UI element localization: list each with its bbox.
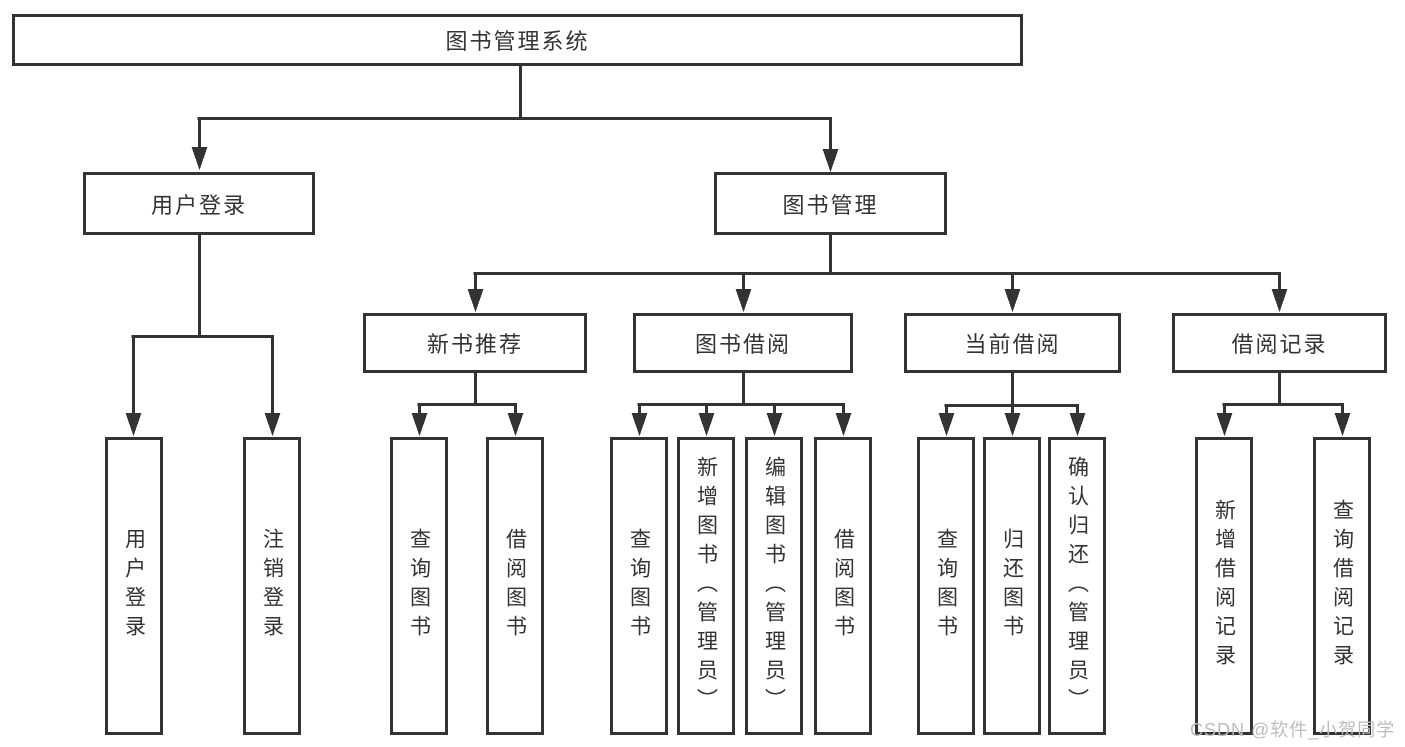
leaf-label: 借阅图书	[503, 528, 527, 644]
leaf-label: 新增图书（管理员）	[694, 455, 718, 717]
csdn-watermark: CSDN @软件_小贺同学	[1190, 720, 1396, 740]
arrowhead-icon	[698, 413, 715, 436]
node-label: 用户登录	[150, 192, 247, 218]
leaf-borrow-books: 借阅图书	[486, 437, 544, 735]
arrowhead-icon	[1069, 413, 1086, 436]
leaf-query-books: 查询图书	[610, 437, 668, 735]
node-label: 图书借阅	[694, 332, 791, 357]
leaf-label: 查询图书	[627, 528, 651, 644]
arrowhead-icon	[631, 413, 648, 436]
arrowhead-icon	[191, 147, 208, 170]
arrowhead-icon	[938, 413, 955, 436]
arrowhead-icon	[467, 289, 484, 312]
arrowhead-icon	[411, 413, 428, 436]
arrowhead-icon	[125, 413, 142, 436]
leaf-label: 查询图书	[934, 528, 958, 644]
node-library-management-system: 图书管理系统	[12, 14, 1023, 66]
node-label: 当前借阅	[964, 332, 1061, 357]
node-new-book-recommendation: 新书推荐	[363, 313, 587, 373]
leaf-edit-books-admin: 编辑图书（管理员）	[745, 437, 803, 735]
leaf-query-books: 查询图书	[390, 437, 448, 735]
node-book-borrowing: 图书借阅	[633, 313, 853, 373]
leaf-label: 用户登录	[122, 528, 146, 644]
leaf-query-borrow-record: 查询借阅记录	[1313, 437, 1371, 735]
connector-lines	[131, 66, 1344, 416]
leaf-add-books-admin: 新增图书（管理员）	[677, 437, 735, 735]
arrowhead-icon	[1004, 413, 1021, 436]
leaf-confirm-return-admin: 确认归还（管理员）	[1048, 437, 1106, 735]
arrowhead-icon	[835, 413, 852, 436]
node-user-login: 用户登录	[83, 172, 315, 235]
leaf-query-books: 查询图书	[917, 437, 975, 735]
leaf-label: 查询借阅记录	[1330, 499, 1354, 673]
arrowhead-icon	[766, 413, 783, 436]
leaf-label: 确认归还（管理员）	[1065, 455, 1089, 717]
arrowhead-icon	[507, 413, 524, 436]
arrowhead-icon	[822, 149, 839, 172]
arrowhead-icon	[264, 413, 281, 436]
arrowheads	[125, 147, 1351, 436]
arrowhead-icon	[1334, 413, 1351, 436]
leaf-label: 借阅图书	[831, 528, 855, 644]
leaf-label: 编辑图书（管理员）	[762, 455, 786, 717]
arrowhead-icon	[735, 289, 752, 312]
node-label: 新书推荐	[426, 332, 523, 357]
arrowhead-icon	[1271, 289, 1288, 312]
leaf-return-books: 归还图书	[983, 437, 1041, 735]
leaf-label: 归还图书	[1000, 528, 1024, 644]
arrowhead-icon	[1216, 413, 1233, 436]
node-label: 图书管理	[782, 192, 879, 218]
arrowhead-icon	[1004, 289, 1021, 312]
leaf-user-login: 用户登录	[105, 437, 163, 735]
leaf-label: 新增借阅记录	[1212, 499, 1236, 673]
node-label: 图书管理系统	[445, 29, 590, 54]
node-borrow-records: 借阅记录	[1172, 313, 1387, 373]
node-label: 借阅记录	[1231, 332, 1328, 357]
leaf-add-borrow-record: 新增借阅记录	[1195, 437, 1253, 735]
leaf-borrow-books: 借阅图书	[814, 437, 872, 735]
node-book-management: 图书管理	[714, 172, 947, 235]
node-current-borrowing: 当前借阅	[904, 313, 1121, 373]
leaf-label: 查询图书	[407, 528, 431, 644]
leaf-logout-login: 注销登录	[243, 437, 301, 735]
leaf-label: 注销登录	[260, 528, 284, 644]
